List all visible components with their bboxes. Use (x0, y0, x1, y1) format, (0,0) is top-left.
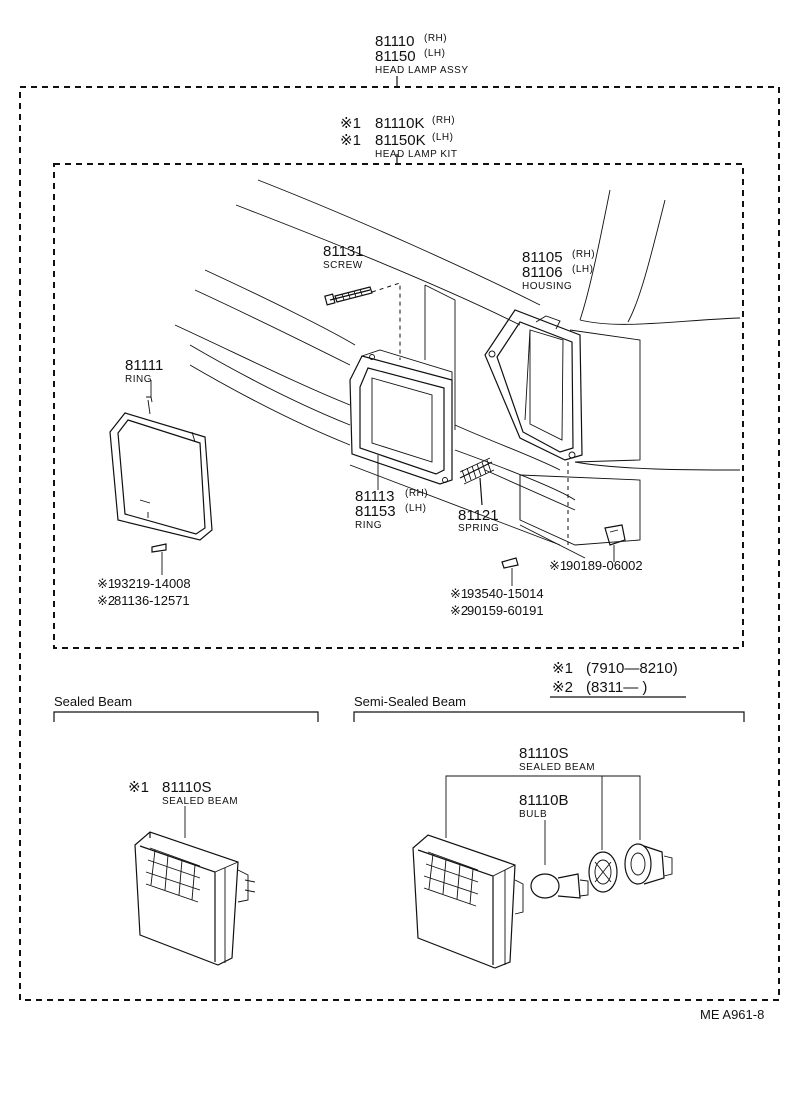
svg-text:(RH): (RH) (405, 488, 428, 499)
housing-label: 81105 (RH) 81106 (LH) HOUSING (522, 249, 595, 292)
screw-label: 81131 SCREW (323, 243, 364, 271)
svg-text:※2: ※2 (552, 679, 573, 696)
svg-text:81110S: 81110S (519, 745, 569, 762)
clip-label: ※1 90189-06002 (549, 558, 643, 573)
svg-text:(LH): (LH) (572, 264, 593, 275)
screw-left (151, 543, 167, 575)
svg-text:81121: 81121 (458, 507, 499, 524)
sealed-beam-label: ※1 81110S SEALED BEAM (128, 779, 238, 807)
svg-text:93219-14008: 93219-14008 (114, 576, 191, 591)
semi-sealed-label: 81110S SEALED BEAM 81110B BULB (519, 745, 595, 820)
screw-81131 (324, 282, 401, 360)
diagram-code: ME A961-8 (700, 1007, 764, 1022)
svg-text:(LH): (LH) (424, 48, 445, 59)
svg-text:(7910—8210): (7910—8210) (586, 660, 678, 677)
screw-refs-left: ※1 93219-14008 ※2 81136-12571 (97, 576, 191, 608)
ring-81113 (349, 349, 453, 490)
svg-text:HEAD LAMP KIT: HEAD LAMP KIT (375, 149, 457, 160)
ring-81111 (109, 380, 213, 541)
bulb-81110b (530, 873, 589, 899)
svg-text:81150K: 81150K (375, 132, 426, 149)
retaining-ring (588, 851, 618, 893)
svg-text:※2: ※2 (450, 603, 468, 618)
svg-text:※1: ※1 (552, 660, 573, 677)
svg-text:RING: RING (355, 520, 382, 531)
model-range-legend: ※1 (7910—8210) ※2 (8311— ) (550, 660, 686, 698)
svg-text:(LH): (LH) (432, 132, 453, 143)
semi-sealed-lamp (412, 834, 524, 969)
svg-text:※2: ※2 (97, 593, 115, 608)
svg-text:81131: 81131 (323, 243, 364, 260)
svg-text:(RH): (RH) (432, 115, 455, 126)
svg-text:※1: ※1 (340, 132, 361, 149)
svg-text:HEAD LAMP ASSY: HEAD LAMP ASSY (375, 65, 469, 76)
spring-label: 81121 SPRING (458, 507, 499, 534)
svg-text:BULB: BULB (519, 809, 547, 820)
svg-text:81110K: 81110K (375, 115, 425, 132)
svg-text:SEALED BEAM: SEALED BEAM (519, 762, 595, 773)
svg-text:81105: 81105 (522, 249, 563, 266)
svg-text:81106: 81106 (522, 264, 563, 281)
svg-text:SEALED BEAM: SEALED BEAM (162, 796, 238, 807)
svg-text:90159-60191: 90159-60191 (467, 603, 544, 618)
ring-outer-label: 81111 RING (125, 357, 163, 385)
svg-text:※1: ※1 (450, 586, 468, 601)
svg-text:81150: 81150 (375, 48, 416, 65)
svg-text:Semi-Sealed Beam: Semi-Sealed Beam (354, 694, 466, 709)
svg-text:81113: 81113 (355, 488, 395, 505)
kit-label: ※1 81110K (RH) ※1 81150K (LH) HEAD LAMP … (340, 115, 457, 160)
svg-text:※1: ※1 (128, 779, 149, 796)
svg-text:SPRING: SPRING (458, 523, 499, 534)
svg-text:(LH): (LH) (405, 503, 426, 514)
clip-90189 (519, 524, 626, 562)
sealed-beam-lamp (134, 831, 256, 966)
svg-text:Sealed Beam: Sealed Beam (54, 694, 132, 709)
assy-boundary (19, 86, 780, 1001)
ring-inner-label: 81113 (RH) 81153 (LH) RING (355, 488, 428, 531)
svg-text:81136-12571: 81136-12571 (114, 593, 190, 608)
svg-text:90189-06002: 90189-06002 (566, 558, 643, 573)
socket-cap (624, 843, 673, 885)
svg-text:81153: 81153 (355, 503, 396, 520)
sealed-beam-section: Sealed Beam ※1 81110S SEALED BEAM (53, 694, 319, 966)
screw-refs-right: ※1 93540-15014 ※2 90159-60191 (450, 586, 544, 618)
svg-text:※1: ※1 (97, 576, 115, 591)
svg-text:81111: 81111 (125, 357, 163, 374)
semi-sealed-beam-section: Semi-Sealed Beam 81110S SEALED BEAM 8111… (353, 694, 745, 969)
kit-boundary (53, 163, 744, 649)
vehicle-body-outline (174, 179, 741, 546)
svg-text:81110B: 81110B (519, 792, 569, 809)
svg-text:(RH): (RH) (424, 33, 447, 44)
svg-text:81110: 81110 (375, 33, 415, 50)
svg-text:※1: ※1 (549, 558, 567, 573)
screw-right (501, 557, 519, 586)
svg-text:93540-15014: 93540-15014 (467, 586, 544, 601)
svg-text:SCREW: SCREW (323, 260, 363, 271)
assy-label: 81110 (RH) 81150 (LH) HEAD LAMP ASSY (375, 33, 469, 76)
svg-text:81110S: 81110S (162, 779, 212, 796)
spring-81121 (459, 457, 495, 506)
svg-text:(RH): (RH) (572, 249, 595, 260)
housing-81105 (484, 309, 583, 545)
svg-text:HOUSING: HOUSING (522, 281, 572, 292)
svg-text:(8311— ): (8311— ) (586, 679, 647, 696)
svg-text:RING: RING (125, 374, 152, 385)
svg-text:※1: ※1 (340, 115, 361, 132)
